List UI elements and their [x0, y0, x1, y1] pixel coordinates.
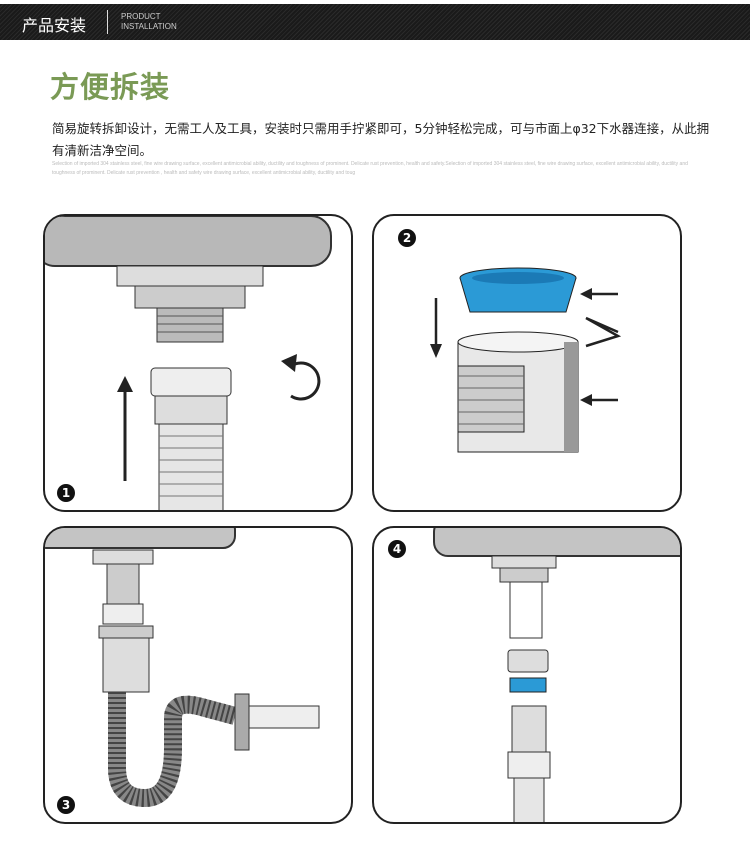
step-number-badge: 4 [388, 540, 406, 558]
header-title-cn: 产品安装 [22, 16, 87, 35]
step-3-panel: 3 [43, 526, 353, 824]
step-2-illustration [430, 267, 622, 453]
step-number-badge: 3 [57, 796, 75, 814]
section-description: 简易旋转拆卸设计，无需工人及工具，安装时只需用手拧紧即可，5分钟轻松完成，可与市… [52, 121, 710, 158]
header-en-line1: PRODUCT [121, 12, 161, 21]
step-1-illustration [45, 216, 332, 510]
section-header-bar: 产品安装 PRODUCT INSTALLATION [0, 4, 750, 40]
header-divider [107, 10, 108, 34]
step-1-panel: 1 [43, 214, 353, 512]
step-4-illustration [433, 528, 680, 822]
step-2-panel: 2 [372, 214, 682, 512]
step-number-badge: 1 [57, 484, 75, 502]
step-3-illustration [45, 528, 320, 808]
header-title-en: PRODUCT INSTALLATION [121, 12, 177, 32]
section-title: 方便拆装 [50, 70, 171, 104]
step-4-panel: 4 [372, 526, 682, 824]
step-number-badge: 2 [398, 229, 416, 247]
header-en-line2: INSTALLATION [121, 22, 177, 31]
fine-print: Selection of imported 304 stainless stee… [52, 161, 688, 176]
